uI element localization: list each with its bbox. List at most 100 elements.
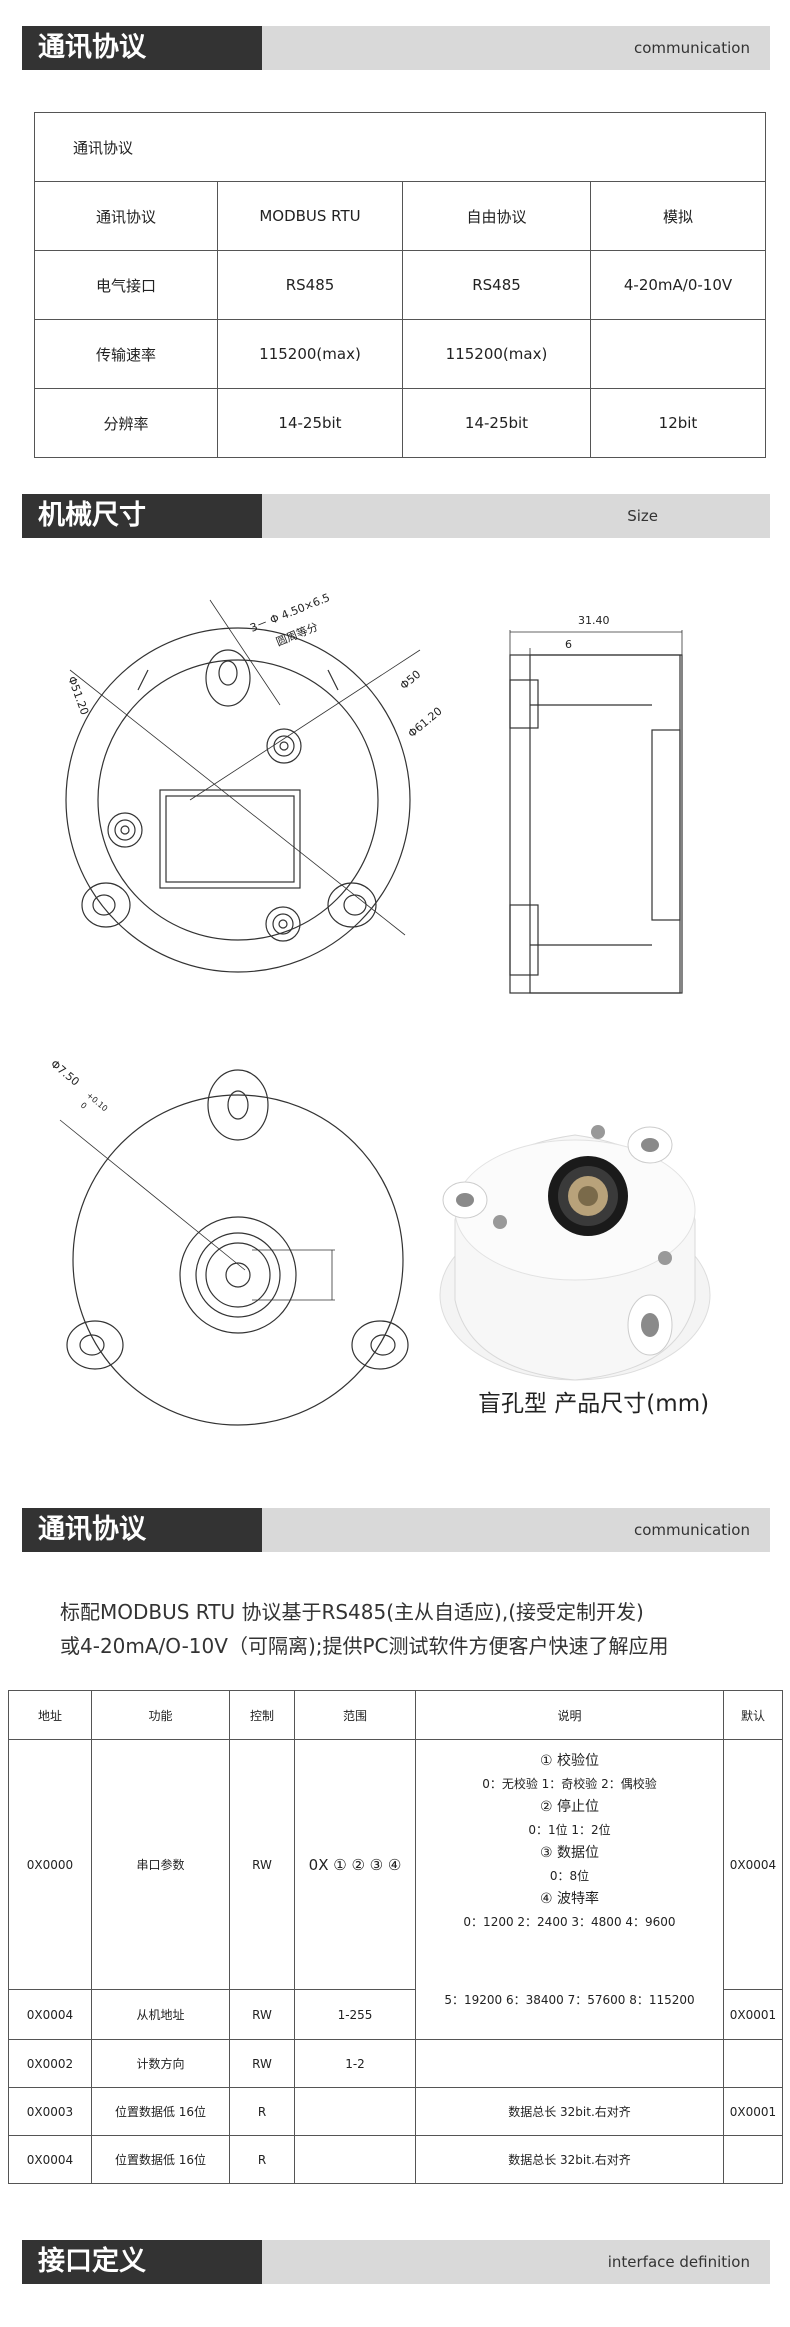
protocol-intro: 标配MODBUS RTU 协议基于RS485(主从自适应),(接受定制开发) 或… xyxy=(60,1595,760,1663)
section-title: 接口定义 xyxy=(38,2246,146,2277)
table-cell: 0X0004 xyxy=(8,2135,92,2184)
table-cell: 14-25bit xyxy=(217,388,403,458)
section-header-communication: 通讯协议 communication xyxy=(22,26,770,70)
section-header-communication-2: 通讯协议 communication xyxy=(22,1508,770,1552)
register-table: 地址 功能 控制 范围 说明 默认 0X0000 串口参数 RW 0X ① ② … xyxy=(8,1690,783,2184)
table-cell: 0X0001 xyxy=(723,2087,783,2136)
table-cell: 自由协议 xyxy=(402,181,591,251)
table-row: 0X0004 从机地址 RW 1-255 5：19200 6：38400 7：5… xyxy=(8,1989,783,2040)
table-cell: 电气接口 xyxy=(34,250,218,320)
table-cell: 1-255 xyxy=(294,1989,416,2040)
desc-line: ① 校验位 xyxy=(539,1753,599,1769)
section-subtitle: interface definition xyxy=(607,2253,750,2271)
column-header: 控制 xyxy=(229,1690,295,1740)
desc-line: 0：8位 xyxy=(549,1869,590,1883)
table-row: 0X0002 计数方向 RW 1-2 xyxy=(8,2039,783,2088)
table-cell: 0X0003 xyxy=(8,2087,92,2136)
desc-line: ④ 波特率 xyxy=(539,1891,599,1907)
table-cell xyxy=(294,2135,416,2184)
desc-line: ② 停止位 xyxy=(539,1799,599,1815)
table-cell xyxy=(723,2135,783,2184)
product-photo xyxy=(439,1125,711,1381)
section-header-dark-block xyxy=(22,494,262,538)
section-subtitle: Size xyxy=(627,507,658,525)
table-row: 通讯协议 MODBUS RTU 自由协议 模拟 xyxy=(34,181,766,251)
table-cell: 传输速率 xyxy=(34,319,218,389)
table-row: 分辨率 14-25bit 14-25bit 12bit xyxy=(34,388,766,458)
table-cell: 分辨率 xyxy=(34,388,218,458)
section-header-dark-block xyxy=(22,2240,262,2284)
column-header: 默认 xyxy=(723,1690,783,1740)
product-size-caption: 盲孔型 产品尺寸(mm) xyxy=(478,1391,710,1417)
table-row: 0X0003 位置数据低 16位 R 数据总长 32bit.右对齐 0X0001 xyxy=(8,2087,783,2136)
intro-line-2: 或4-20mA/O-10V（可隔离);提供PC测试软件方便客户快速了解应用 xyxy=(60,1634,669,1658)
table-cell: RW xyxy=(229,2039,295,2088)
table-header-row: 地址 功能 控制 范围 说明 默认 xyxy=(8,1690,783,1740)
tolerance-plus: +0.10 xyxy=(85,1091,110,1114)
column-header: 地址 xyxy=(8,1690,92,1740)
table-cell: 串口参数 xyxy=(91,1739,230,1990)
table-cell: 12bit xyxy=(590,388,766,458)
table-cell: RS485 xyxy=(217,250,403,320)
table-cell xyxy=(723,2039,783,2088)
table-cell: 14-25bit xyxy=(402,388,591,458)
column-header: 说明 xyxy=(415,1690,724,1740)
table-heading: 通讯协议 xyxy=(34,112,766,182)
section-subtitle: communication xyxy=(633,1521,750,1539)
table-cell: 0X0002 xyxy=(8,2039,92,2088)
table-cell: 115200(max) xyxy=(402,319,591,389)
desc-line: 0：1位 1：2位 xyxy=(528,1823,611,1837)
table-cell: R xyxy=(229,2087,295,2136)
table-cell: 1-2 xyxy=(294,2039,416,2088)
section-title: 通讯协议 xyxy=(38,1514,146,1545)
dimension-drawing: 3－ Φ 4.50×6.5 圆周等分 Φ51.20 Φ50 Φ61.20 31.… xyxy=(48,591,711,1426)
diameter-51-dimension: Φ51.20 xyxy=(65,675,91,717)
description-cell: ① 校验位 0：无校验 1：奇校验 2：偶校验 ② 停止位 0：1位 1：2位 … xyxy=(415,1739,724,1990)
side-view xyxy=(509,630,683,994)
blind-hole-view xyxy=(59,1069,409,1426)
table-cell: 5：19200 6：38400 7：57600 8：115200 xyxy=(415,1989,724,2040)
table-cell: RW xyxy=(229,1989,295,2040)
tolerance-zero: 0 xyxy=(79,1101,89,1111)
column-header: 范围 xyxy=(294,1690,416,1740)
table-row: 电气接口 RS485 RS485 4-20mA/0-10V xyxy=(34,250,766,320)
column-header: 功能 xyxy=(91,1690,230,1740)
table-cell: 0X0004 xyxy=(8,1989,92,2040)
table-cell: 0X0000 xyxy=(8,1739,92,1990)
section-subtitle: communication xyxy=(633,39,750,57)
table-cell xyxy=(294,2087,416,2136)
table-row: 0X0004 位置数据低 16位 R 数据总长 32bit.右对齐 xyxy=(8,2135,783,2184)
table-cell: 数据总长 32bit.右对齐 xyxy=(415,2135,724,2184)
table-row: 传输速率 115200(max) 115200(max) xyxy=(34,319,766,389)
table-cell: 模拟 xyxy=(590,181,766,251)
table-cell: RS485 xyxy=(402,250,591,320)
table-cell xyxy=(590,319,766,389)
table-cell: 从机地址 xyxy=(91,1989,230,2040)
table-cell: 4-20mA/0-10V xyxy=(590,250,766,320)
section-header-interface: 接口定义 interface definition xyxy=(22,2240,770,2284)
table-cell xyxy=(415,2039,724,2088)
holes-dimension: 3－ Φ 4.50×6.5 xyxy=(248,591,332,635)
desc-line: 0：1200 2：2400 3：4800 4：9600 xyxy=(463,1915,676,1929)
table-row: 通讯协议 xyxy=(34,112,766,182)
depth-dimension: 6 xyxy=(565,638,572,651)
table-cell: RW xyxy=(229,1739,295,1990)
table-cell: MODBUS RTU xyxy=(217,181,403,251)
diameter-7-dimension: Φ7.50 xyxy=(48,1057,82,1088)
table-cell: 115200(max) xyxy=(217,319,403,389)
section-title: 通讯协议 xyxy=(38,32,146,63)
section-header-dark-block xyxy=(22,26,262,70)
width-dimension: 31.40 xyxy=(578,614,610,627)
diameter-50-dimension: Φ50 xyxy=(398,668,424,693)
section-header-dark-block xyxy=(22,1508,262,1552)
table-cell: 0X0004 xyxy=(723,1739,783,1990)
table-cell: R xyxy=(229,2135,295,2184)
front-view xyxy=(65,599,421,973)
table-cell: 位置数据低 16位 xyxy=(91,2135,230,2184)
intro-line-1: 标配MODBUS RTU 协议基于RS485(主从自适应),(接受定制开发) xyxy=(60,1600,644,1624)
table-cell: 通讯协议 xyxy=(34,181,218,251)
desc-line: 0：无校验 1：奇校验 2：偶校验 xyxy=(482,1777,657,1791)
table-cell: 位置数据低 16位 xyxy=(91,2087,230,2136)
diameter-61-dimension: Φ61.20 xyxy=(406,705,445,741)
table-cell: 计数方向 xyxy=(91,2039,230,2088)
